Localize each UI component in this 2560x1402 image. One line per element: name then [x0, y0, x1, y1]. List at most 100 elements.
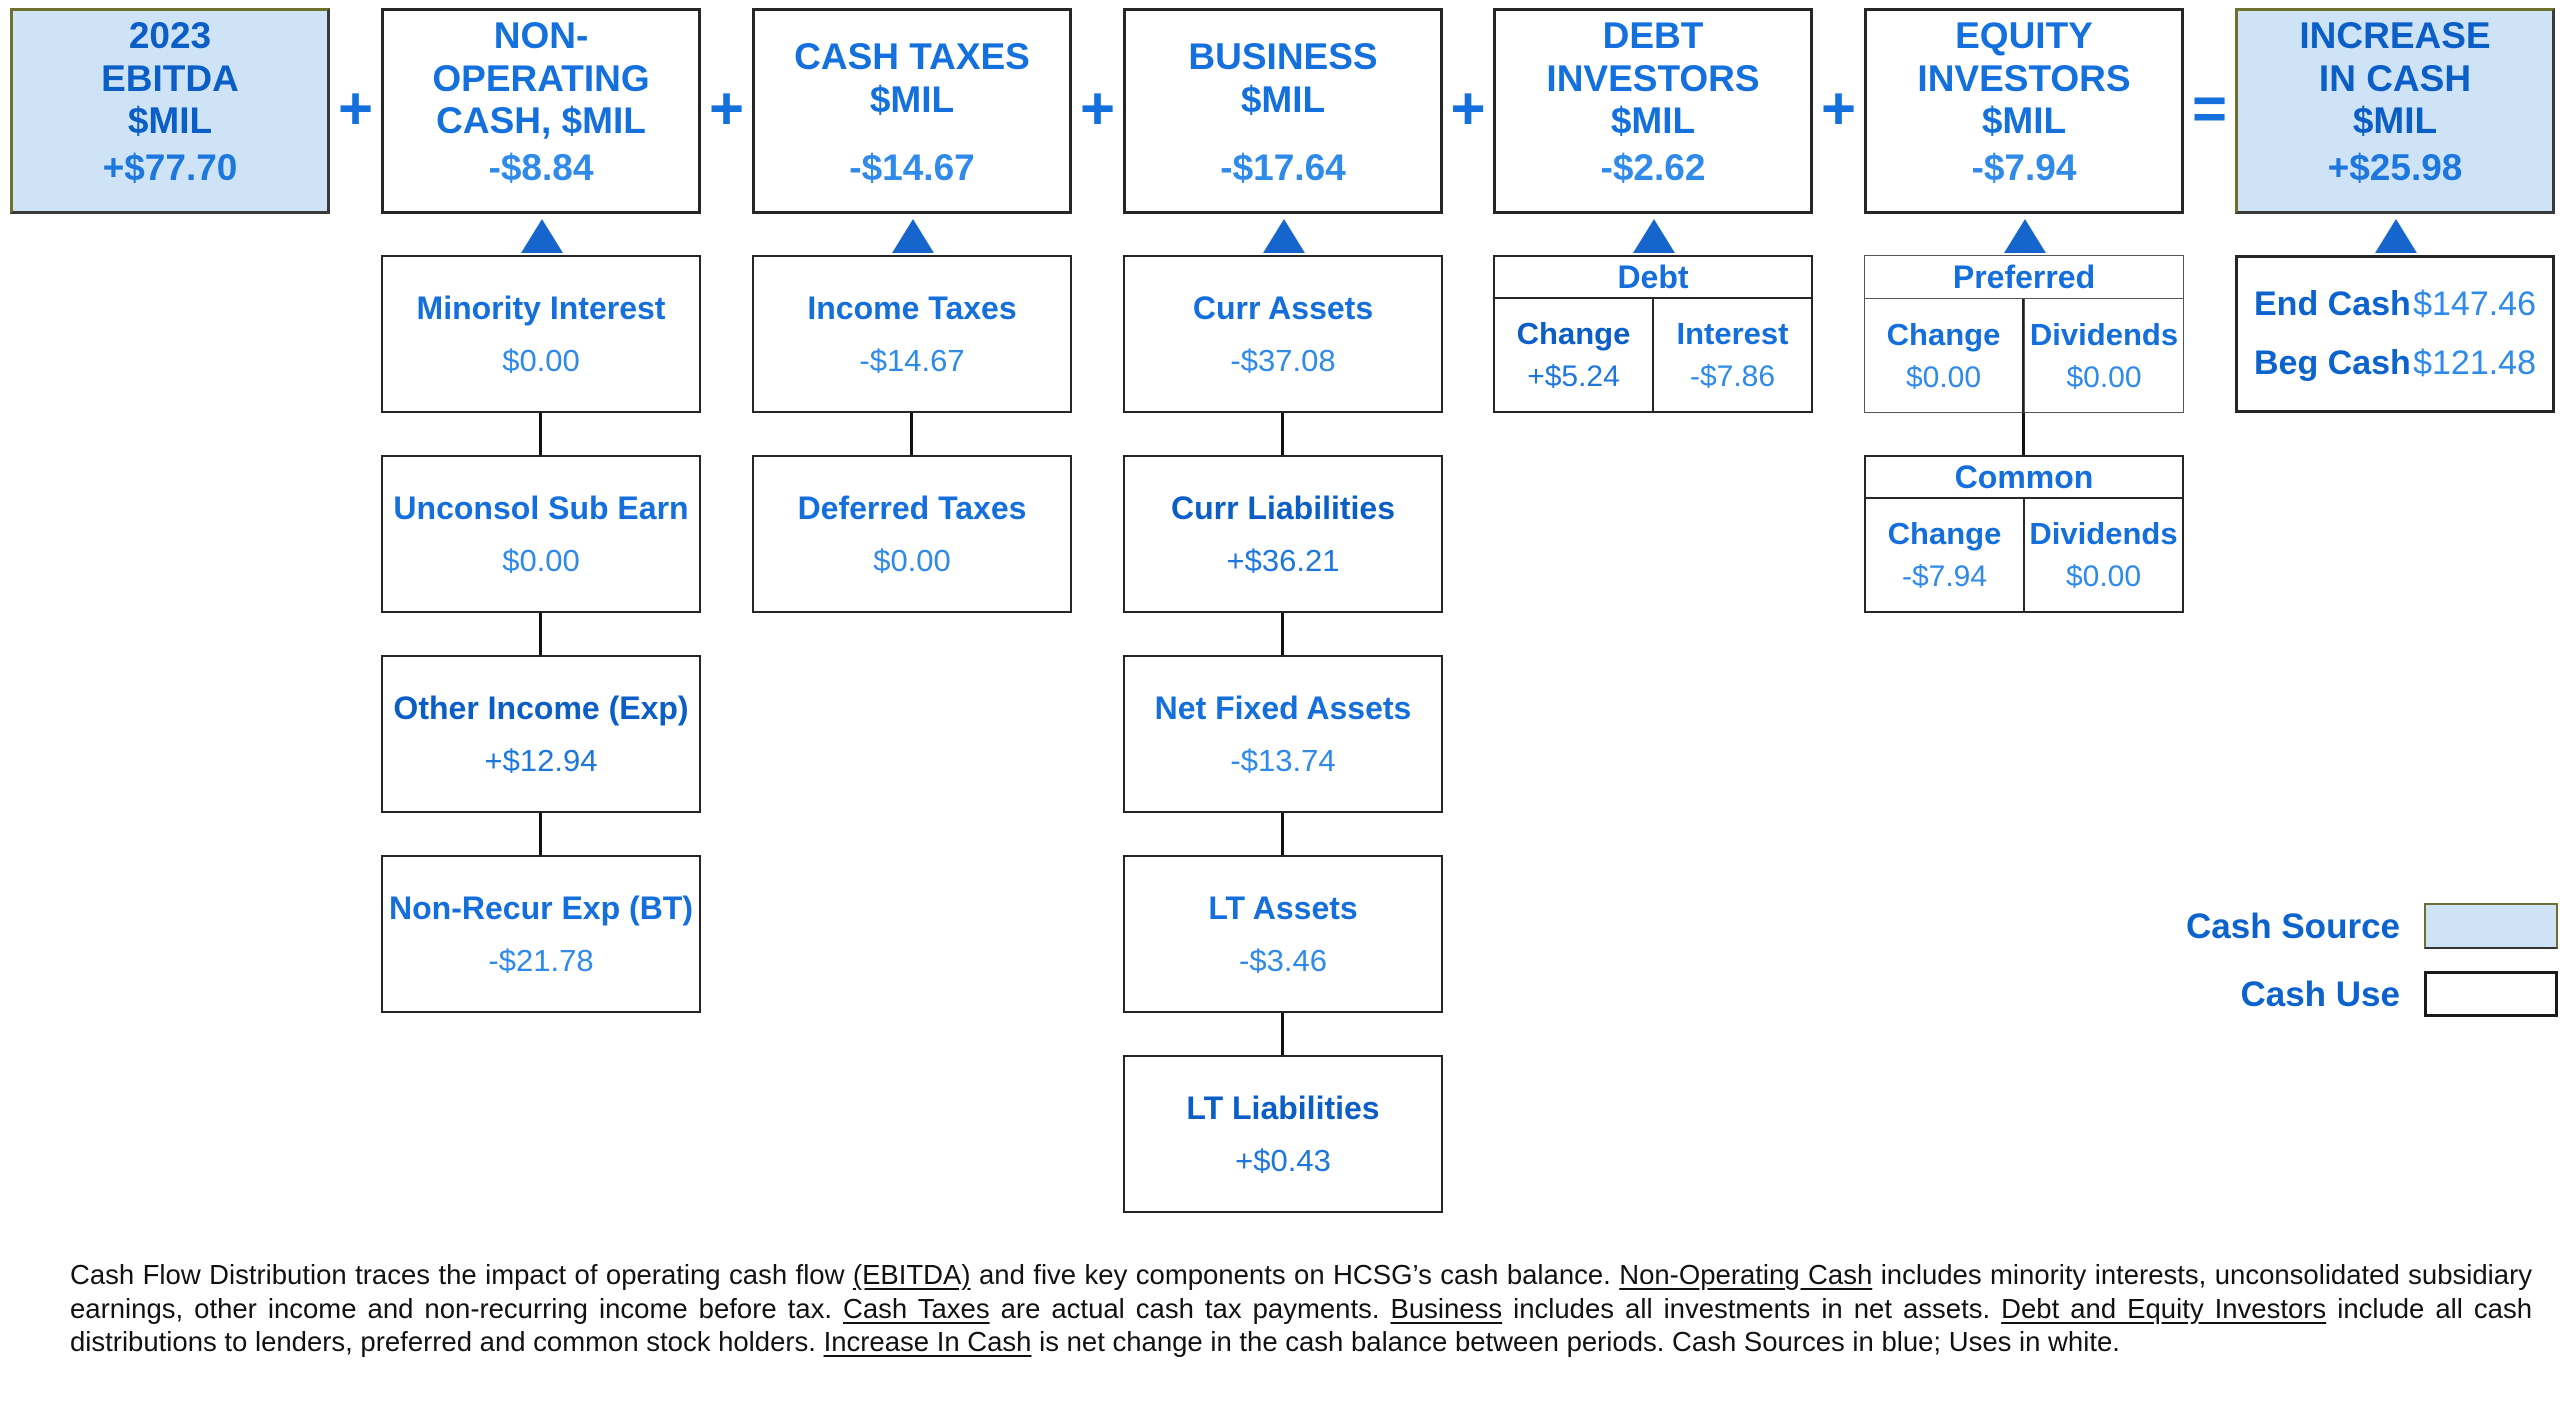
end-cash-row: End Cash $147.46: [2254, 285, 2536, 324]
preferred-change-cell: Change $0.00: [1864, 299, 2024, 413]
arrow-up-icon: [2004, 219, 2046, 253]
lt-liabilities-box: LT Liabilities +$0.43: [1123, 1055, 1443, 1213]
connector-line: [539, 413, 542, 455]
plus-operator: +: [1450, 75, 1486, 142]
connector-line: [1281, 813, 1284, 855]
non-operating-cash-box: NON- OPERATING CASH, $MIL -$8.84: [381, 8, 701, 214]
debt-change-cell: Change +$5.24: [1493, 299, 1653, 413]
cash-taxes-value: -$14.67: [849, 147, 975, 188]
equity-investors-box: EQUITY INVESTORS $MIL -$7.94: [1864, 8, 2184, 214]
preferred-table: Preferred Change $0.00 Dividends $0.00: [1864, 255, 2184, 413]
box-value: -$21.78: [488, 942, 594, 978]
cell-value: $0.00: [2066, 360, 2142, 394]
common-table: Common Change -$7.94 Dividends $0.00: [1864, 455, 2184, 613]
ebitda-value: +$77.70: [102, 147, 238, 188]
connector-line: [539, 613, 542, 655]
other-income-box: Other Income (Exp) +$12.94: [381, 655, 701, 813]
net-fixed-assets-box: Net Fixed Assets -$13.74: [1123, 655, 1443, 813]
box-value: +$0.43: [1235, 1142, 1331, 1178]
box-value: +$12.94: [484, 742, 598, 778]
cash-taxes-title: CASH TAXES $MIL: [794, 36, 1030, 120]
increase-in-cash-title: INCREASE IN CASH $MIL: [2299, 14, 2491, 142]
legend-cash-source-label: Cash Source: [2186, 907, 2400, 946]
cell-value: $0.00: [1905, 360, 1982, 394]
cash-taxes-box: CASH TAXES $MIL -$14.67: [752, 8, 1072, 214]
box-label: LT Liabilities: [1186, 1089, 1380, 1126]
cell-label: Change: [1887, 516, 2002, 551]
box-label: Minority Interest: [416, 289, 666, 326]
arrow-up-icon: [2375, 219, 2417, 253]
debt-table: Debt Change +$5.24 Interest -$7.86: [1493, 255, 1813, 413]
income-taxes-box: Income Taxes -$14.67: [752, 255, 1072, 413]
box-label: Unconsol Sub Earn: [393, 489, 689, 526]
beg-cash-value: $121.48: [2413, 344, 2536, 382]
box-value: -$13.74: [1230, 742, 1336, 778]
legend-cash-use-swatch: [2424, 971, 2558, 1017]
cell-value: $0.00: [2065, 560, 2142, 593]
beg-cash-row: Beg Cash $121.48: [2254, 344, 2536, 383]
cash-summary-box: End Cash $147.46 Beg Cash $121.48: [2235, 255, 2555, 413]
ebitda-box: 2023 EBITDA $MIL +$77.70: [10, 8, 330, 214]
plus-operator: +: [1079, 75, 1116, 142]
debt-investors-box: DEBT INVESTORS $MIL -$2.62: [1493, 8, 1813, 214]
cell-label: Interest: [1676, 316, 1789, 351]
legend-cash-use-label: Cash Use: [2240, 975, 2400, 1014]
arrow-up-icon: [1263, 219, 1305, 253]
business-value: -$17.64: [1220, 147, 1346, 188]
unconsol-sub-earn-box: Unconsol Sub Earn $0.00: [381, 455, 701, 613]
preferred-dividends-cell: Dividends $0.00: [2024, 299, 2184, 413]
box-label: Other Income (Exp): [393, 689, 689, 726]
debt-investors-value: -$2.62: [1600, 147, 1706, 188]
connector-line: [1281, 613, 1284, 655]
footnote-text: Cash Flow Distribution traces the impact…: [70, 1259, 2533, 1357]
cell-label: Dividends: [2029, 516, 2178, 551]
connector-line: [539, 813, 542, 855]
box-label: Net Fixed Assets: [1154, 689, 1412, 726]
curr-assets-box: Curr Assets -$37.08: [1123, 255, 1443, 413]
curr-liabilities-box: Curr Liabilities +$36.21: [1123, 455, 1443, 613]
box-label: Curr Assets: [1192, 289, 1374, 326]
cell-value: -$7.86: [1689, 360, 1776, 393]
cell-label: Change: [1886, 316, 2001, 352]
legend-cash-source-swatch: [2424, 903, 2558, 949]
box-value: +$36.21: [1226, 542, 1340, 578]
equals-operator: =: [2191, 75, 2228, 142]
box-value: $0.00: [502, 342, 580, 378]
box-label: Deferred Taxes: [797, 489, 1027, 526]
plus-operator: +: [708, 75, 745, 142]
cell-label: Change: [1516, 316, 1631, 351]
non-operating-cash-value: -$8.84: [488, 147, 594, 188]
increase-in-cash-box: INCREASE IN CASH $MIL +$25.98: [2235, 8, 2555, 214]
connector-line: [1281, 413, 1284, 455]
preferred-table-header: Preferred: [1864, 255, 2184, 299]
end-cash-value: $147.46: [2413, 285, 2536, 323]
beg-cash-label: Beg Cash: [2254, 344, 2411, 382]
cell-label: Dividends: [2029, 316, 2179, 352]
arrow-up-icon: [1633, 219, 1675, 253]
box-value: -$14.67: [859, 342, 965, 378]
debt-interest-cell: Interest -$7.86: [1653, 299, 1813, 413]
end-cash-label: End Cash: [2254, 285, 2411, 323]
connector-line: [910, 413, 913, 455]
ebitda-title: 2023 EBITDA $MIL: [101, 14, 239, 142]
common-change-cell: Change -$7.94: [1864, 499, 2024, 613]
box-label: Income Taxes: [807, 289, 1017, 326]
box-value: -$37.08: [1230, 342, 1336, 378]
increase-in-cash-value: +$25.98: [2327, 147, 2463, 188]
box-label: Curr Liabilities: [1170, 489, 1396, 526]
business-box: BUSINESS $MIL -$17.64: [1123, 8, 1443, 214]
lt-assets-box: LT Assets -$3.46: [1123, 855, 1443, 1013]
box-label: Non-Recur Exp (BT): [389, 889, 693, 926]
arrow-up-icon: [892, 219, 934, 253]
equity-investors-value: -$7.94: [1971, 147, 2077, 188]
debt-investors-title: DEBT INVESTORS $MIL: [1546, 14, 1760, 142]
common-dividends-cell: Dividends $0.00: [2024, 499, 2184, 613]
plus-operator: +: [337, 75, 374, 142]
plus-operator: +: [1820, 75, 1857, 142]
deferred-taxes-box: Deferred Taxes $0.00: [752, 455, 1072, 613]
arrow-up-icon: [521, 219, 563, 253]
business-title: BUSINESS $MIL: [1188, 36, 1378, 120]
connector-line: [2022, 413, 2025, 455]
non-recur-exp-box: Non-Recur Exp (BT) -$21.78: [381, 855, 701, 1013]
